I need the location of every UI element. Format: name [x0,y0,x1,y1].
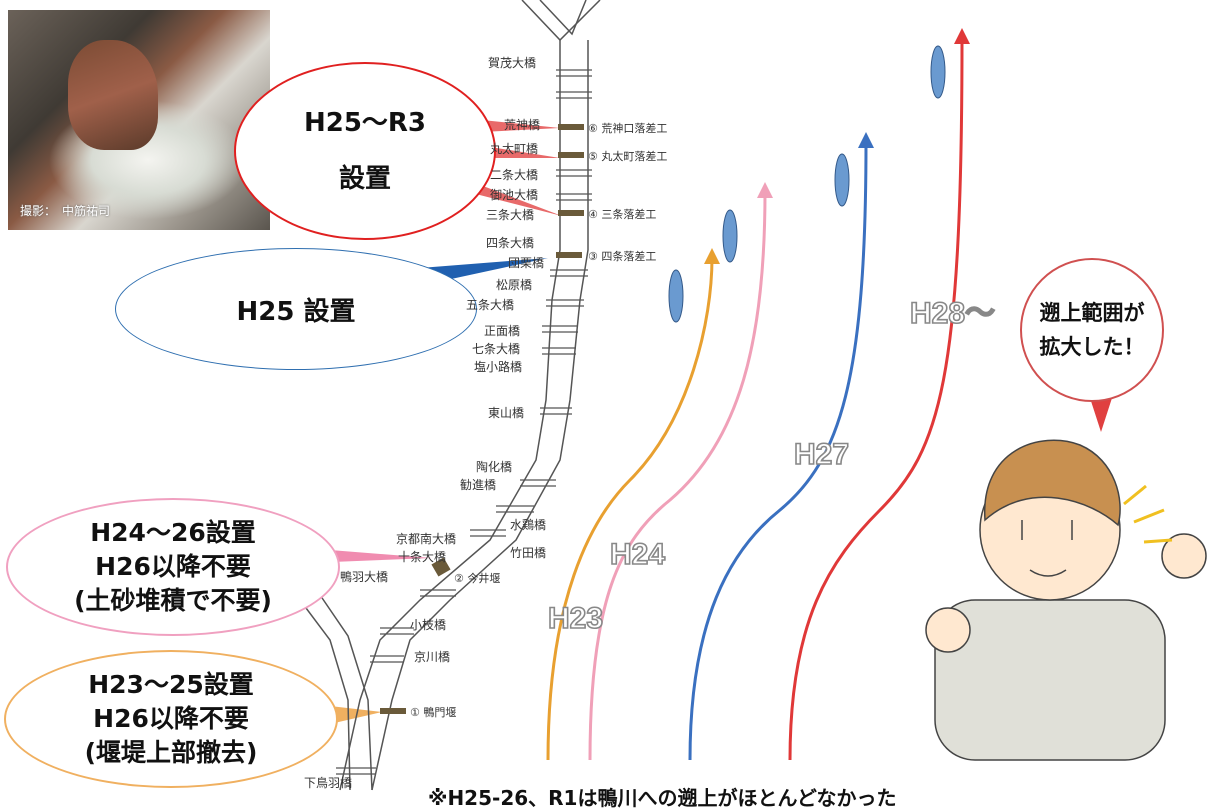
photo-caption: 撮影： 中筋祐司 [20,204,111,218]
arrow-h24 [588,191,767,761]
bubble-h24-26: H24～26設置 H26以降不要 (土砂堆積で不要) [6,498,340,636]
pointer-red-3 [462,178,562,216]
bridge-label: 十条大橋 [398,550,447,564]
bridge-label: 京都南大橋 [396,532,457,546]
bridge-label: 賀茂大橋 [488,56,537,70]
photo-rock [68,40,158,150]
arrow-h28-head [954,28,970,44]
bubble-h24-26-line2: H26以降不要 [95,552,251,581]
bubble-h25: H25 設置 [115,248,477,370]
year-label-h27: H27 [793,437,850,472]
bubble-h25-text: H25 設置 [236,296,356,327]
character-illustration [925,439,1207,761]
year-label-h23: H23 [547,601,604,636]
salmon-photo: 撮影： 中筋祐司 [8,10,270,230]
weir-label: ⑥ 荒神口落差工 [588,122,668,135]
bridge-label: 四条大橋 [486,236,535,250]
fish-icon-h27 [834,153,850,207]
bubble-h25-r3-line1: H25～R3 [303,108,427,138]
bridge-label: 東山橋 [488,406,525,420]
bridge-label: 京川橋 [414,650,451,664]
pointer-red-2 [484,146,560,158]
bridge-label: 五条大橋 [466,298,515,312]
bridge-label: 小枝橋 [410,618,447,632]
arrow-h23 [546,257,714,761]
river-crossings [336,69,592,775]
bubble-h25-r3-line2: 設置 [338,164,391,194]
bridge-label: 七条大橋 [472,342,521,356]
bridge-label: 竹田橋 [510,546,547,560]
fish-icon-h28 [930,45,946,99]
bridge-label: 勧進橋 [460,478,497,492]
weir-markers [380,124,584,714]
bubble-h23-25-line1: H23～25設置 [88,670,254,699]
bridge-label: 三条大橋 [486,208,535,222]
bubble-expanded: 遡上範囲が 拡大した！ [1020,258,1164,402]
bridge-label: 丸太町橋 [490,142,539,156]
weir-label: ⑤ 丸太町落差工 [588,150,668,163]
kamo-river [299,0,601,791]
bubble-h23-25-line2: H26以降不要 [93,704,249,733]
bubble-expanded-line2: 拡大した！ [1039,335,1145,359]
arrow-h23-head [704,248,720,264]
bridge-label: 下鳥羽橋 [304,776,353,790]
bubble-h24-26-line3: (土砂堆積で不要) [74,586,272,615]
bridge-label: 荒神橋 [504,118,541,132]
fish-icon-h24 [722,209,738,263]
fish-icons [668,45,946,323]
year-label-h24: H24 [609,537,666,572]
bridge-label: 水鶏橋 [510,518,547,532]
arrow-h28 [788,37,964,761]
bubble-h25-r3: H25～R3 設置 [234,62,496,240]
bridge-label: 御池大橋 [490,188,539,202]
weir-label: ③ 四条落差工 [588,250,657,263]
fish-icon-h23 [668,269,684,323]
bubble-expanded-line1: 遡上範囲が [1039,301,1145,325]
bridge-label: 陶化橋 [476,460,513,474]
bridge-label: 鴨羽大橋 [340,570,389,584]
arrow-h24-head [757,182,773,198]
arrow-h27-head [858,132,874,148]
bridge-label: 塩小路橋 [474,360,523,374]
pointer-pink [330,550,432,562]
arrow-h27 [688,141,868,761]
pointer-red-1 [482,120,560,132]
bubble-h24-26-line1: H24～26設置 [90,518,256,547]
bridge-label: 二条大橋 [490,168,539,182]
footnote: ※H25-26、R1は鴨川への遡上がほとんどなかった [428,786,897,810]
bridge-label: 松原橋 [496,278,533,292]
bridge-label: 団栗橋 [508,256,545,270]
weir-label: ② 今井堰 [454,572,501,585]
year-label-h28: H28～ [909,296,996,331]
bubble-h23-25: H23～25設置 H26以降不要 (堰堤上部撤去) [4,650,338,788]
pointer-expanded [1090,398,1112,432]
weir-label: ④ 三条落差工 [588,208,657,221]
bridge-label: 正面橋 [484,324,521,338]
bubble-h23-25-line3: (堰堤上部撤去) [84,738,258,767]
weir-label: ① 鴨門堰 [410,706,457,719]
